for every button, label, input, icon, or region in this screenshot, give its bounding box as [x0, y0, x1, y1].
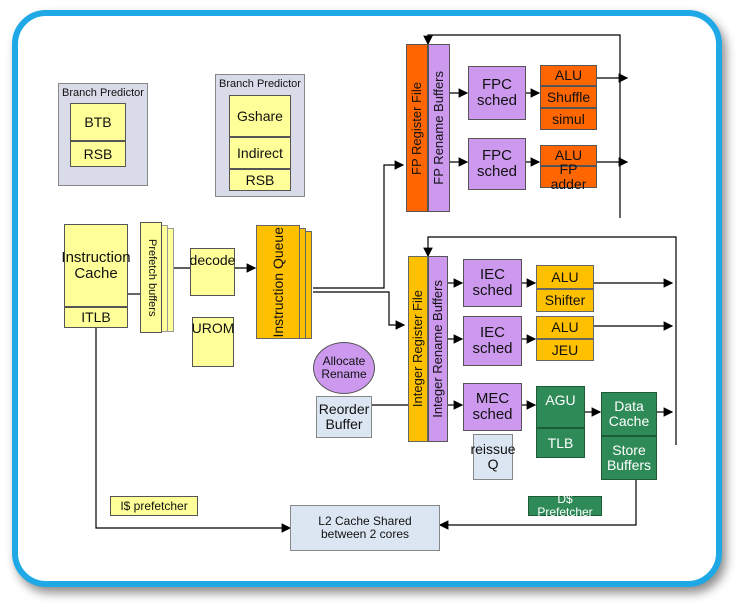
- int-alu-1: ALU: [536, 265, 594, 289]
- l2-cache: L2 Cache Shared between 2 cores: [290, 505, 440, 551]
- fp-rename-buffers: FP Rename Buffers: [428, 44, 450, 212]
- agu-box: AGU: [536, 386, 585, 428]
- wire-dcache-l2: [438, 480, 637, 530]
- int-alu-2: ALU: [536, 316, 594, 339]
- branch-predictor-1-title: Branch Predictor: [62, 87, 144, 99]
- reissue-q: reissue Q: [470, 434, 516, 480]
- wire-queue-fp: [313, 160, 405, 289]
- decode-box: decode: [190, 248, 235, 296]
- prefetch-buffers-label: Prefetch buffers: [145, 238, 158, 317]
- tlb-box: TLB: [536, 428, 585, 458]
- int-rename-buffers-label: Integer Rename Buffers: [430, 280, 446, 418]
- int-register-file-label: Integer Register File: [410, 290, 426, 408]
- allocate-rename: Allocate Rename: [313, 342, 375, 394]
- store-buffers: Store Buffers: [601, 436, 657, 480]
- wire-queue-int: [313, 291, 406, 330]
- data-cache: Data Cache: [601, 392, 657, 436]
- wire-fp-loop: [423, 34, 621, 218]
- int-rename-buffers: Integer Rename Buffers: [428, 256, 448, 442]
- instruction-queue: Instruction Queue: [256, 225, 300, 339]
- fp-shuffle: Shuffle: [540, 86, 597, 108]
- urom-box: UROM: [192, 317, 234, 367]
- d-prefetcher: D$ Prefetcher: [528, 493, 602, 518]
- fpc-sched-2: FPC sched: [468, 138, 526, 190]
- iec-sched-1: IEC sched: [463, 259, 522, 307]
- fp-alu-2: ALU: [540, 145, 597, 166]
- branch-predictor-2-title: Branch Predictor: [219, 78, 301, 90]
- fpc-sched-1: FPC sched: [468, 66, 526, 120]
- fp-simul: simul: [540, 108, 597, 130]
- rsb-box-1: RSB: [70, 141, 126, 167]
- reorder-buffer: Reorder Buffer: [316, 396, 372, 438]
- itlb-box: ITLB: [64, 307, 128, 328]
- int-shifter: Shifter: [536, 289, 594, 312]
- mec-sched: MEC sched: [463, 383, 522, 431]
- fp-register-file: FP Register File: [406, 44, 428, 212]
- int-jeu: JEU: [536, 339, 594, 361]
- iec-sched-2: IEC sched: [463, 316, 522, 366]
- rsb-box-2: RSB: [229, 169, 291, 191]
- fp-alu-1: ALU: [540, 65, 597, 86]
- int-register-file: Integer Register File: [408, 256, 428, 442]
- prefetch-buffers: Prefetch buffers: [140, 222, 162, 333]
- indirect-box: Indirect: [229, 137, 291, 169]
- wire-int-loop: [423, 236, 677, 445]
- btb-box: BTB: [70, 103, 126, 141]
- wire-itlb-l2: [95, 328, 292, 533]
- i-prefetcher: I$ prefetcher: [110, 496, 198, 516]
- gshare-box: Gshare: [229, 95, 291, 137]
- instruction-cache: Instruction Cache: [61, 224, 131, 307]
- fp-register-file-label: FP Register File: [409, 81, 425, 175]
- instruction-queue-label: Instruction Queue: [269, 226, 286, 338]
- fp-adder: FP adder: [540, 162, 597, 191]
- fp-rename-buffers-label: FP Rename Buffers: [431, 71, 447, 185]
